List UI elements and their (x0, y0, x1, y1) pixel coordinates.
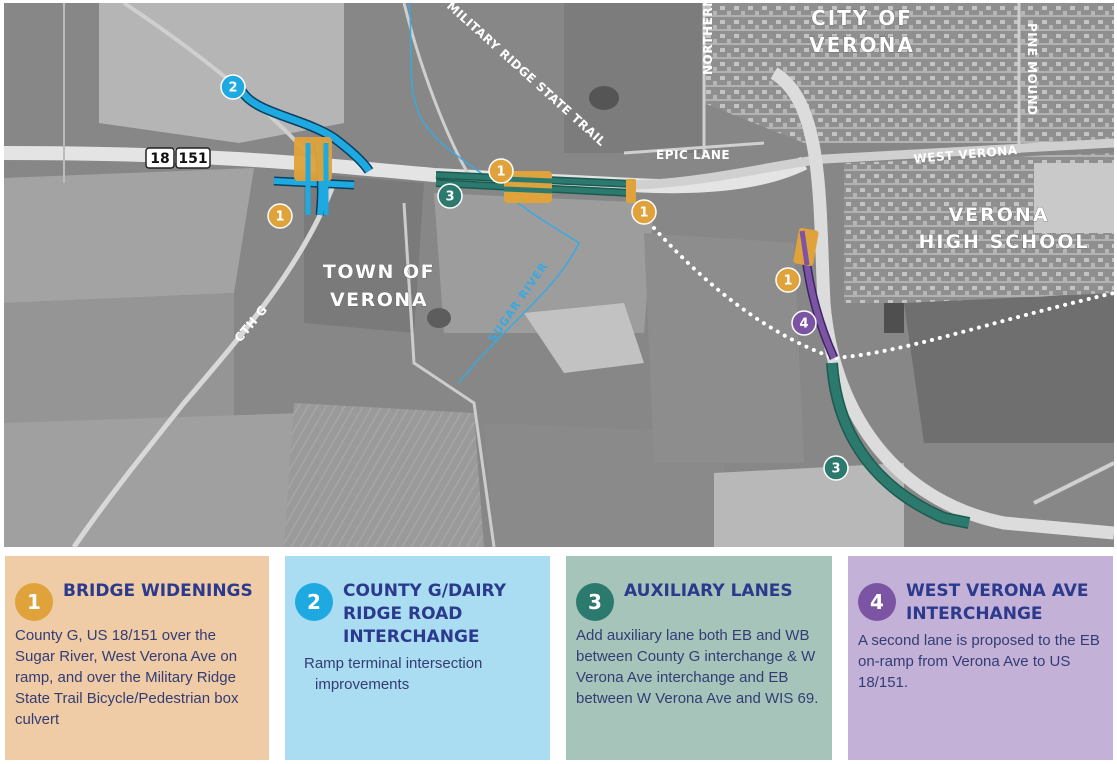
project-marker-3: 3 (437, 183, 463, 209)
sugar-river (408, 3, 580, 384)
legend-badge: 1 (15, 583, 53, 621)
route-shield-18: 18 (150, 151, 169, 167)
legend-badge: 2 (295, 583, 333, 621)
label-northern: NORTHERN (701, 3, 715, 75)
marker-circle (437, 183, 463, 209)
project-marker-4: 4 (791, 310, 817, 336)
project-markers: 1 1 1 1 2 3 3 4 (220, 74, 849, 481)
legend-county-g-interchange: 2 COUNTY G/DAIRY RIDGE ROAD INTERCHANGE … (285, 556, 550, 760)
marker-circle (631, 199, 657, 225)
project-marker-1: 1 (267, 203, 293, 229)
marker-label: 3 (831, 462, 840, 477)
marker-label: 1 (275, 210, 284, 225)
legend-badge: 4 (858, 583, 896, 621)
project-marker-3: 3 (823, 455, 849, 481)
legend-bridge-widenings: 1 BRIDGE WIDENINGS County G, US 18/151 o… (5, 556, 269, 760)
marker-label: 1 (496, 165, 505, 180)
legend-west-verona-interchange: 4 WEST VERONA AVE INTERCHANGE A second l… (848, 556, 1113, 760)
marker-circle (823, 455, 849, 481)
label-pine-mound: PINE MOUND (1025, 23, 1039, 116)
legend-title: BRIDGE WIDENINGS (63, 581, 253, 601)
legend-title: AUXILIARY LANES (624, 581, 793, 601)
marker-label: 4 (799, 317, 808, 332)
label-town-of: TOWN OF (323, 261, 435, 283)
label-verona-city: VERONA (809, 33, 915, 57)
label-epic-lane: EPIC LANE (656, 148, 730, 162)
marker-label: 2 (228, 81, 237, 96)
marker-circle (267, 203, 293, 229)
label-high-school: HIGH SCHOOL (918, 231, 1089, 253)
legend-description: Add auxiliary lane both EB and WB betwee… (576, 627, 819, 707)
aerial-map: 18 151 CITY OF VERONA TOWN OF VERONA VER… (4, 3, 1114, 547)
legend-title: COUNTY G/DAIRY RIDGE ROAD INTERCHANGE (343, 581, 507, 647)
project-marker-1: 1 (631, 199, 657, 225)
bridge-county-g-overlay (294, 137, 332, 181)
project-marker-2: 2 (220, 74, 246, 100)
route-shield-151: 151 (178, 151, 207, 167)
legend-auxiliary-lanes: 3 AUXILIARY LANES Add auxiliary lane bot… (566, 556, 832, 760)
legend-title: WEST VERONA AVE INTERCHANGE (906, 581, 1089, 624)
marker-label: 3 (445, 190, 454, 205)
map-canvas: 18 151 CITY OF VERONA TOWN OF VERONA VER… (4, 3, 1114, 547)
marker-circle (791, 310, 817, 336)
legend-description: A second lane is proposed to the EB on-r… (858, 632, 1100, 691)
bridge-trail-overlay (626, 179, 636, 203)
project-overlays (237, 88, 971, 529)
project-marker-1: 1 (775, 267, 801, 293)
project-marker-1: 1 (488, 158, 514, 184)
marker-circle (220, 74, 246, 100)
legend-description: County G, US 18/151 over the Sugar River… (15, 627, 239, 728)
marker-label: 1 (783, 274, 792, 289)
marker-circle (488, 158, 514, 184)
legend-badge: 3 (576, 583, 614, 621)
label-verona-school: VERONA (948, 204, 1049, 226)
legend-description: Ramp terminal intersection improvements (295, 653, 538, 695)
trail-dotted-line (652, 226, 1114, 361)
label-verona-town: VERONA (330, 289, 428, 311)
label-city-of: CITY OF (811, 6, 913, 30)
legend-bullet: Ramp terminal intersection improvements (304, 655, 483, 693)
marker-circle (775, 267, 801, 293)
route-shields: 18 151 (145, 147, 211, 169)
terrain (4, 3, 1114, 547)
marker-label: 1 (639, 206, 648, 221)
